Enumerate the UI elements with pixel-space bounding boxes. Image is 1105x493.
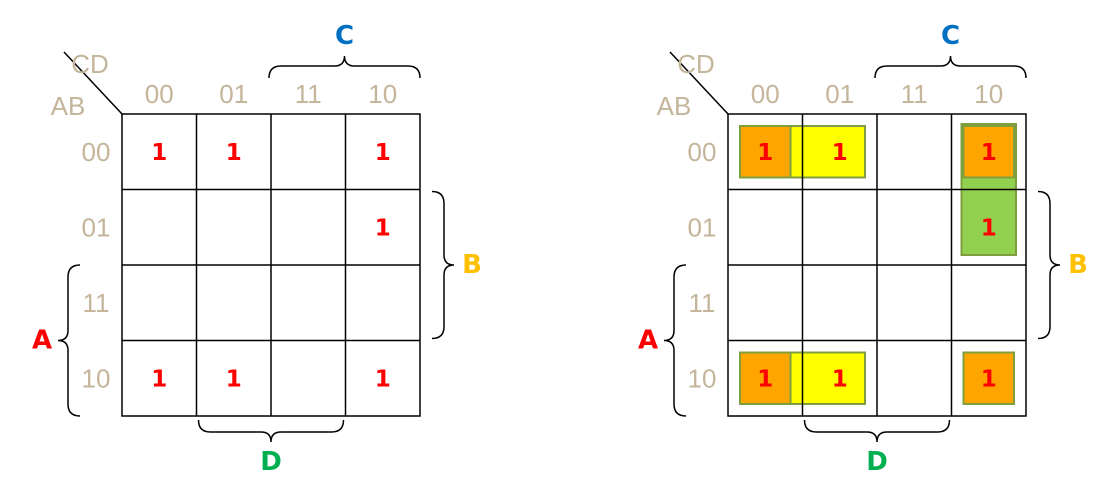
cell-value: 1 (981, 215, 997, 241)
cell-value: 1 (151, 366, 167, 392)
row-label-11: 11 (689, 288, 716, 318)
column-label-10: 10 (974, 79, 1003, 109)
cell-value: 1 (832, 140, 848, 166)
corner-diagonal (63, 51, 123, 115)
column-label-01: 01 (825, 79, 854, 109)
row-label-11: 11 (83, 288, 110, 318)
cell-value: 1 (832, 366, 848, 392)
column-label-00: 00 (145, 79, 174, 109)
row-label-10: 10 (688, 363, 717, 393)
variable-a-label: A (638, 326, 658, 356)
cell-value: 1 (757, 366, 773, 392)
corner-cd-label: CD (71, 49, 109, 79)
variable-b-label: B (1068, 250, 1088, 280)
column-label-01: 01 (219, 79, 248, 109)
brace-d (803, 419, 951, 443)
brace-c (874, 55, 1027, 79)
cell-value: 1 (981, 366, 997, 392)
variable-c-label: C (941, 21, 960, 51)
variable-d-label: D (260, 447, 282, 477)
variable-c-label: C (335, 21, 354, 51)
brace-b (1037, 190, 1061, 340)
cell-value: 1 (981, 140, 997, 166)
row-label-00: 00 (82, 137, 111, 167)
variable-a-label: A (32, 326, 52, 356)
brace-c (268, 55, 421, 79)
kmap-grid (121, 113, 421, 417)
variable-b-label: B (462, 250, 482, 280)
brace-a (663, 264, 687, 417)
column-label-00: 00 (751, 79, 780, 109)
cell-value: 1 (375, 215, 391, 241)
corner-ab-label: AB (657, 91, 692, 121)
group-box-orange (962, 125, 1015, 179)
brace-b (431, 190, 455, 340)
corner-cd-label: CD (677, 49, 715, 79)
row-label-10: 10 (82, 363, 111, 393)
column-label-11: 11 (295, 79, 322, 109)
cell-value: 1 (226, 140, 242, 166)
cell-value: 1 (757, 140, 773, 166)
kmap-grid (727, 113, 1027, 417)
row-label-01: 01 (82, 212, 111, 242)
row-label-00: 00 (688, 137, 717, 167)
row-label-01: 01 (688, 212, 717, 242)
column-label-11: 11 (901, 79, 928, 109)
corner-diagonal (669, 51, 729, 115)
cell-value: 1 (226, 366, 242, 392)
cell-value: 1 (375, 140, 391, 166)
group-box-orange (739, 125, 792, 179)
group-box-orange (739, 351, 792, 405)
group-layer (739, 123, 1017, 405)
corner-ab-label: AB (51, 91, 86, 121)
variable-d-label: D (866, 447, 888, 477)
column-label-10: 10 (368, 79, 397, 109)
brace-d (197, 419, 345, 443)
cell-value: 1 (151, 140, 167, 166)
group-box-orange (962, 351, 1015, 405)
brace-a (57, 264, 81, 417)
cell-value: 1 (375, 366, 391, 392)
